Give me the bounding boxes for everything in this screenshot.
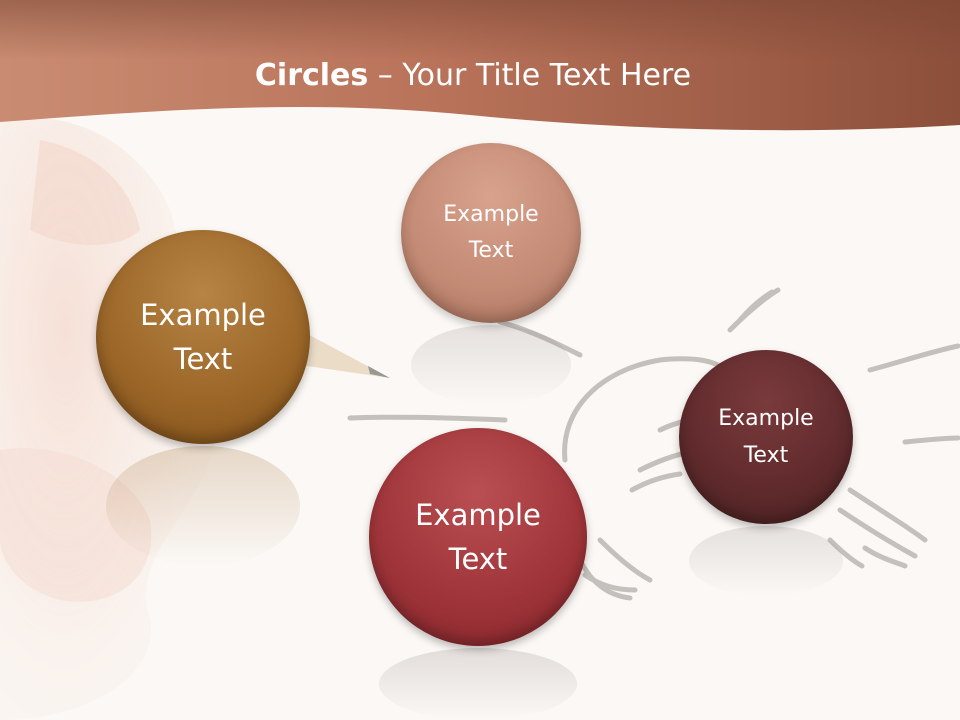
title-banner	[0, 0, 960, 131]
circle-2-line-2: Text	[468, 238, 514, 263]
circle-reflection	[379, 648, 577, 720]
slide-title: Circles – Your Title Text Here	[0, 56, 946, 96]
title-bold: Circles	[254, 58, 369, 93]
pencil-image	[300, 330, 390, 378]
circle-4-line-2: Text	[743, 443, 789, 468]
circle-3[interactable]: Example Text	[369, 428, 587, 646]
circle-3-line-1: Example	[415, 498, 541, 532]
circle-1-line-1: Example	[140, 298, 266, 332]
circle-1-line-2: Text	[173, 342, 233, 376]
circle-3-line-2: Text	[448, 542, 508, 576]
circle-2[interactable]: Example Text	[401, 143, 581, 323]
circle-4[interactable]: Example Text	[679, 350, 853, 524]
title-text: – Your Title Text Here	[368, 58, 692, 93]
circle-reflection	[106, 446, 300, 566]
circle-reflection	[411, 325, 571, 405]
circle-1[interactable]: Example Text	[96, 230, 310, 444]
circle-2-line-1: Example	[443, 202, 539, 227]
circle-4-line-1: Example	[718, 406, 814, 431]
circle-reflection	[689, 526, 843, 596]
